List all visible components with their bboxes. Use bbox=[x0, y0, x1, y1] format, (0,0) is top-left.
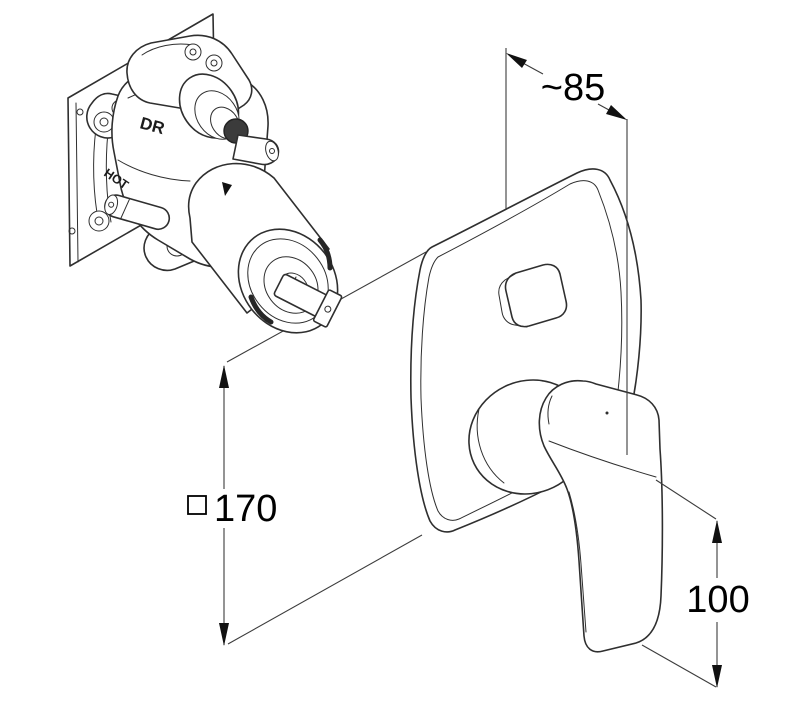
dimension-plate-square: 170 bbox=[187, 365, 423, 646]
dimension-arrow-icon bbox=[219, 623, 229, 646]
dimension-lever-length-label: 100 bbox=[686, 579, 749, 621]
rough-in-valve-drawing: DR HOT bbox=[67, 13, 343, 334]
diverter-button-bevel bbox=[498, 273, 528, 328]
dimension-arrow-icon bbox=[506, 53, 527, 68]
dimension-arrow-icon bbox=[219, 365, 229, 388]
dimension-lever-length: 100 bbox=[641, 479, 750, 688]
dimension-arrow-icon bbox=[712, 665, 722, 688]
dimension-plate-width: ~85 bbox=[505, 48, 628, 455]
trim-set-drawing bbox=[410, 168, 664, 653]
lever-handle bbox=[538, 379, 664, 653]
dimension-plate-width-label: ~85 bbox=[541, 67, 605, 109]
dimension-arrow-icon bbox=[712, 520, 722, 543]
square-symbol-icon bbox=[187, 495, 207, 515]
dimension-arrow-icon bbox=[606, 105, 627, 120]
flow-arrow-icon bbox=[222, 182, 232, 196]
cartridge-spindle bbox=[273, 273, 343, 328]
dimension-plate-square-label: 170 bbox=[214, 488, 277, 530]
inlet-pipe-left bbox=[104, 194, 171, 231]
